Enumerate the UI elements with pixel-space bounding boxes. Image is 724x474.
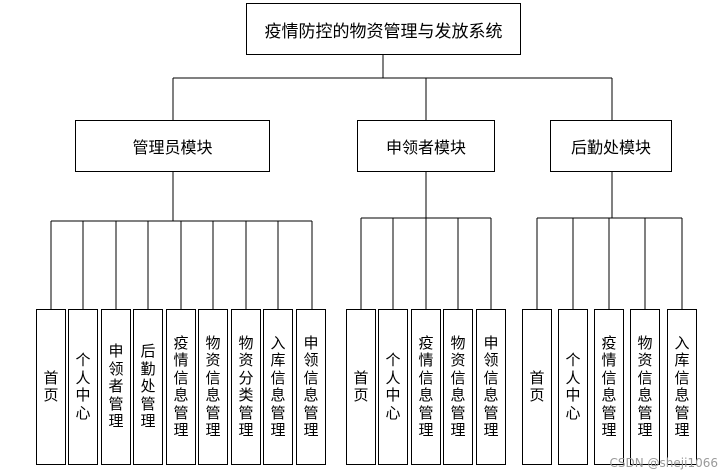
applicant-item: 个人中心 <box>378 309 408 465</box>
applicant-item-label: 疫情信息管理 <box>418 333 434 439</box>
admin-item-label: 个人中心 <box>75 351 91 422</box>
logistics-item: 入库信息管理 <box>667 309 697 465</box>
admin-item-label: 入库信息管理 <box>270 333 286 439</box>
module-applicant: 申领者模块 <box>357 120 495 172</box>
logistics-item-label: 物资信息管理 <box>637 333 653 439</box>
applicant-item: 物资信息管理 <box>443 309 473 465</box>
module-admin: 管理员模块 <box>75 120 270 172</box>
logistics-item: 首页 <box>522 309 552 465</box>
applicant-item-label: 物资信息管理 <box>450 333 466 439</box>
admin-item: 首页 <box>36 309 66 465</box>
logistics-item-label: 首页 <box>529 368 545 404</box>
admin-item-label: 疫情信息管理 <box>173 333 189 439</box>
logistics-item: 疫情信息管理 <box>594 309 624 465</box>
logistics-item-label: 疫情信息管理 <box>601 333 617 439</box>
admin-item: 物资分类管理 <box>231 309 261 465</box>
admin-item: 物资信息管理 <box>198 309 228 465</box>
applicant-item-label: 个人中心 <box>385 351 401 422</box>
admin-item: 疫情信息管理 <box>166 309 196 465</box>
applicant-item: 疫情信息管理 <box>411 309 441 465</box>
admin-item: 申领信息管理 <box>296 309 326 465</box>
admin-item: 入库信息管理 <box>263 309 293 465</box>
module-logistics-label: 后勤处模块 <box>570 138 651 157</box>
logistics-item-label: 入库信息管理 <box>674 333 690 439</box>
admin-item-label: 物资分类管理 <box>238 333 254 439</box>
admin-item-label: 申领者管理 <box>108 342 124 431</box>
module-logistics: 后勤处模块 <box>550 120 672 172</box>
applicant-item-label: 首页 <box>353 368 369 404</box>
applicant-item-label: 申领信息管理 <box>483 333 499 439</box>
logistics-item-label: 个人中心 <box>565 351 581 422</box>
admin-item: 申领者管理 <box>101 309 131 465</box>
admin-item: 个人中心 <box>68 309 98 465</box>
admin-item: 后勤处管理 <box>133 309 163 465</box>
admin-item-label: 首页 <box>43 368 59 404</box>
admin-item-label: 物资信息管理 <box>205 333 221 439</box>
root-label: 疫情防控的物资管理与发放系统 <box>264 21 503 42</box>
admin-item-label: 申领信息管理 <box>303 333 319 439</box>
module-applicant-label: 申领者模块 <box>385 138 466 157</box>
admin-item-label: 后勤处管理 <box>140 342 156 431</box>
applicant-item: 申领信息管理 <box>476 309 506 465</box>
logistics-item: 物资信息管理 <box>630 309 660 465</box>
root-node: 疫情防控的物资管理与发放系统 <box>246 3 521 55</box>
logistics-item: 个人中心 <box>558 309 588 465</box>
applicant-item: 首页 <box>346 309 376 465</box>
module-admin-label: 管理员模块 <box>132 138 213 157</box>
watermark: CSDN @sheji1066 <box>609 456 718 470</box>
